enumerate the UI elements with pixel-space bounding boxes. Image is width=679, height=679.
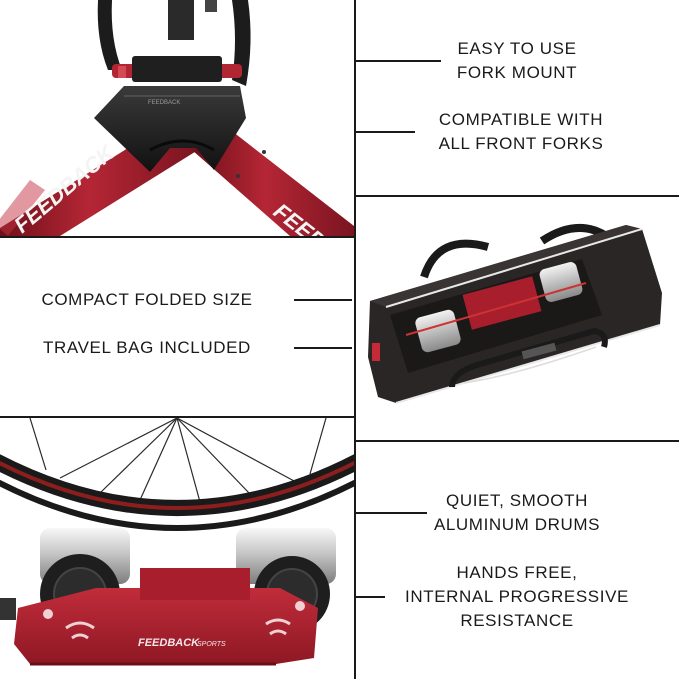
- feature-leader-line: [294, 299, 352, 301]
- feature-folded-size: COMPACT FOLDED SIZE: [0, 288, 354, 312]
- feature-line: RESISTANCE: [460, 611, 574, 630]
- feature-line: COMPATIBLE WITH: [438, 110, 604, 129]
- grid-rule-left-top: [0, 236, 354, 238]
- feature-line: QUIET, SMOOTH: [446, 491, 588, 510]
- fork-mount-photo: FEEDBACK FEEDBACK FEEDBACK: [0, 0, 354, 236]
- feature-front-forks: COMPATIBLE WITH ALL FRONT FORKS: [355, 107, 679, 157]
- roller-drums-photo: FEEDBACK SPORTS: [0, 418, 354, 679]
- feature-folded-size-text: COMPACT FOLDED SIZE: [41, 290, 253, 309]
- feature-resistance-text: HANDS FREE, INTERNAL PROGRESSIVE RESISTA…: [385, 561, 649, 633]
- feature-leader-line: [355, 131, 415, 133]
- feature-line: HANDS FREE,: [456, 563, 578, 582]
- feature-front-forks-text: COMPATIBLE WITH ALL FRONT FORKS: [415, 108, 627, 156]
- feature-leader-line: [355, 596, 385, 598]
- feature-line: ALL FRONT FORKS: [438, 134, 604, 153]
- feature-line: EASY TO USE: [457, 39, 577, 58]
- feature-leader-line: [355, 60, 441, 62]
- feature-drums: QUIET, SMOOTH ALUMINUM DRUMS: [355, 488, 679, 538]
- grid-rule-left-bottom: [0, 416, 354, 418]
- feature-fork-mount: EASY TO USE FORK MOUNT: [355, 36, 679, 86]
- svg-text:FEEDBACK: FEEDBACK: [148, 100, 180, 106]
- feature-line: INTERNAL PROGRESSIVE: [405, 587, 629, 606]
- feature-leader-line: [355, 512, 427, 514]
- grid-rule-right-bottom: [355, 440, 679, 442]
- travel-bag-photo: [356, 197, 679, 440]
- feature-leader-line: [294, 347, 352, 349]
- base-logo-sub: SPORTS: [197, 641, 226, 648]
- feature-resistance: HANDS FREE, INTERNAL PROGRESSIVE RESISTA…: [355, 560, 679, 634]
- feature-drums-text: QUIET, SMOOTH ALUMINUM DRUMS: [427, 489, 607, 537]
- feature-travel-bag-text: TRAVEL BAG INCLUDED: [43, 338, 251, 357]
- feature-fork-mount-text: EASY TO USE FORK MOUNT: [441, 37, 593, 85]
- base-logo: FEEDBACK: [138, 637, 200, 649]
- feature-travel-bag: TRAVEL BAG INCLUDED: [0, 336, 354, 360]
- grid-rule-right-top: [355, 195, 679, 197]
- grid-rule-vertical: [354, 0, 356, 679]
- feature-line: FORK MOUNT: [456, 63, 578, 82]
- feature-line: ALUMINUM DRUMS: [433, 515, 601, 534]
